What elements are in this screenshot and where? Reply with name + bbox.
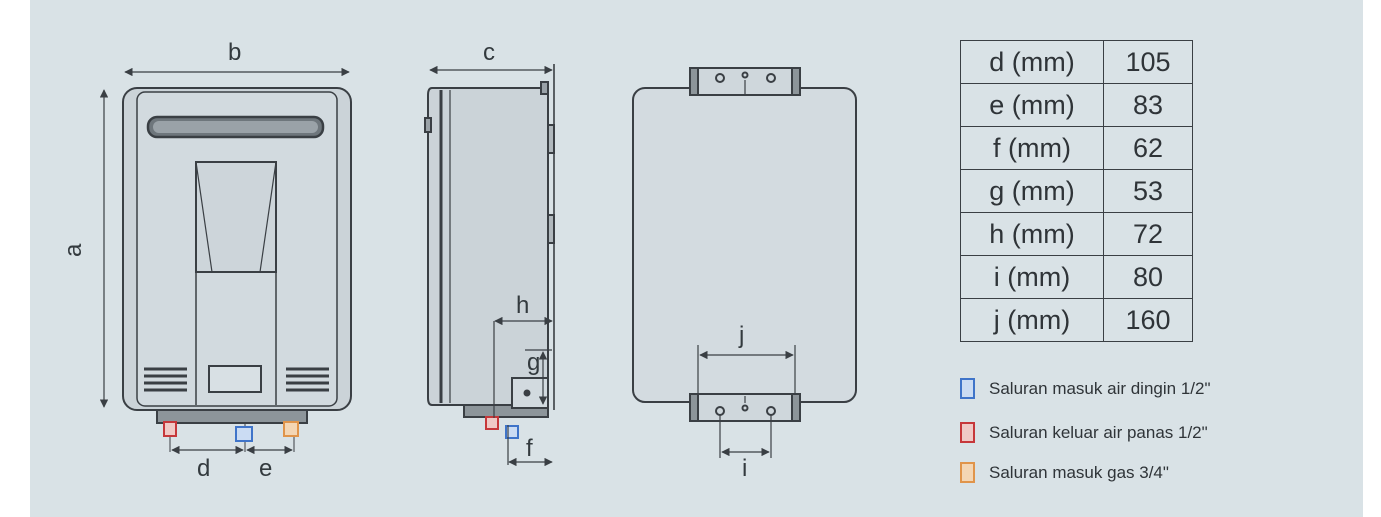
rear-view bbox=[632, 67, 857, 422]
dimension-key: j (mm) bbox=[960, 298, 1104, 342]
label-c: c bbox=[483, 39, 495, 66]
side-view bbox=[424, 64, 555, 418]
dimension-key: i (mm) bbox=[960, 255, 1104, 299]
dimension-value: 160 bbox=[1103, 298, 1193, 342]
front-gas-inlet bbox=[283, 421, 299, 437]
front-bottom-manifold bbox=[156, 409, 308, 424]
front-hot-water-outlet bbox=[163, 421, 177, 437]
dimension-value: 62 bbox=[1103, 126, 1193, 170]
front-view bbox=[122, 87, 352, 452]
table-row: h (mm)72 bbox=[960, 212, 1193, 256]
dimension-value: 80 bbox=[1103, 255, 1193, 299]
legend-swatch-gas bbox=[960, 462, 975, 483]
dimension-value: 83 bbox=[1103, 83, 1193, 127]
dimension-key: g (mm) bbox=[960, 169, 1104, 213]
rear-top-bracket bbox=[689, 67, 801, 96]
side-cold-water-inlet bbox=[505, 425, 519, 439]
dimension-key: h (mm) bbox=[960, 212, 1104, 256]
side-hot-water-outlet bbox=[485, 416, 499, 430]
table-row: e (mm)83 bbox=[960, 83, 1193, 127]
legend-label: Saluran keluar air panas 1/2" bbox=[989, 422, 1208, 442]
dimension-key: e (mm) bbox=[960, 83, 1104, 127]
dimension-key: d (mm) bbox=[960, 40, 1104, 84]
legend-swatch-cold bbox=[960, 378, 975, 399]
front-vent-left bbox=[144, 367, 187, 392]
dimension-value: 105 bbox=[1103, 40, 1193, 84]
dimension-value: 53 bbox=[1103, 169, 1193, 213]
front-label-plate bbox=[208, 365, 262, 393]
label-g: g bbox=[527, 349, 540, 376]
dimensions-table: d (mm)105 e (mm)83 f (mm)62 g (mm)53 h (… bbox=[960, 40, 1193, 342]
label-b: b bbox=[228, 39, 241, 66]
table-row: j (mm)160 bbox=[960, 298, 1193, 342]
label-f: f bbox=[526, 435, 533, 462]
front-cold-water-inlet bbox=[235, 426, 253, 442]
table-row: g (mm)53 bbox=[960, 169, 1193, 213]
legend-cold-water: Saluran masuk air dingin 1/2" bbox=[960, 378, 1211, 399]
label-i: i bbox=[742, 455, 747, 482]
legend-label: Saluran masuk air dingin 1/2" bbox=[989, 378, 1211, 398]
legend-label: Saluran masuk gas 3/4" bbox=[989, 462, 1169, 482]
legend-hot-water: Saluran keluar air panas 1/2" bbox=[960, 422, 1208, 443]
rear-bottom-bracket bbox=[689, 393, 801, 422]
table-row: i (mm)80 bbox=[960, 255, 1193, 299]
dimension-key: f (mm) bbox=[960, 126, 1104, 170]
front-center-panel bbox=[195, 161, 277, 273]
table-row: f (mm)62 bbox=[960, 126, 1193, 170]
label-e: e bbox=[259, 455, 272, 482]
legend-swatch-hot bbox=[960, 422, 975, 443]
label-a: a bbox=[60, 243, 87, 257]
table-row: d (mm)105 bbox=[960, 40, 1193, 84]
label-j: j bbox=[738, 322, 744, 349]
front-vent-right bbox=[286, 367, 329, 392]
label-h: h bbox=[516, 292, 529, 319]
dimension-value: 72 bbox=[1103, 212, 1193, 256]
legend-gas: Saluran masuk gas 3/4" bbox=[960, 462, 1169, 483]
label-d: d bbox=[197, 455, 210, 482]
side-casing bbox=[427, 87, 549, 406]
